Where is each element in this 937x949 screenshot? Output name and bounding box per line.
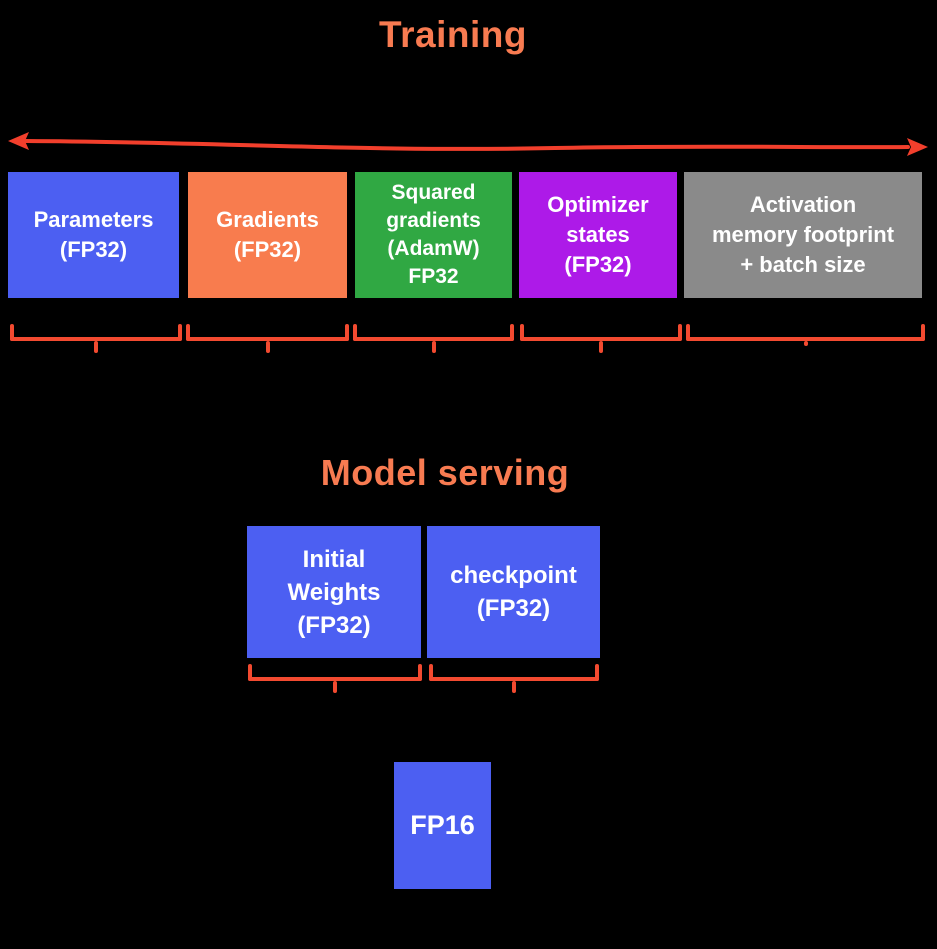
box-parameters: Parameters (FP32) xyxy=(8,172,179,298)
box-initial-weights: Initial Weights (FP32) xyxy=(247,526,421,658)
underbrace-optimizer-states-icon xyxy=(520,324,682,354)
box-gradients: Gradients (FP32) xyxy=(188,172,347,298)
double-headed-arrow-icon xyxy=(8,132,928,156)
box-squared-gradients: Squared gradients (AdamW) FP32 xyxy=(355,172,512,298)
arrow-head-right xyxy=(907,138,928,156)
arrow-head-left xyxy=(8,132,29,150)
training-section-title: Training xyxy=(379,14,527,55)
underbrace-gradients-icon xyxy=(186,324,349,354)
box-checkpoint: checkpoint (FP32) xyxy=(427,526,600,658)
underbrace-checkpoint-icon xyxy=(429,664,599,694)
underbrace-initial-weights-icon xyxy=(248,664,422,694)
underbrace-parameters-icon xyxy=(10,324,182,354)
arrow-shaft xyxy=(24,139,910,151)
underbrace-activation-memory-icon xyxy=(686,324,925,354)
box-optimizer-states: Optimizer states (FP32) xyxy=(519,172,677,298)
model-serving-section-title: Model serving xyxy=(320,452,570,493)
box-activation-memory: Activation memory footprint + batch size xyxy=(684,172,922,298)
underbrace-squared-gradients-icon xyxy=(353,324,514,354)
box-fp16: FP16 xyxy=(394,762,491,889)
